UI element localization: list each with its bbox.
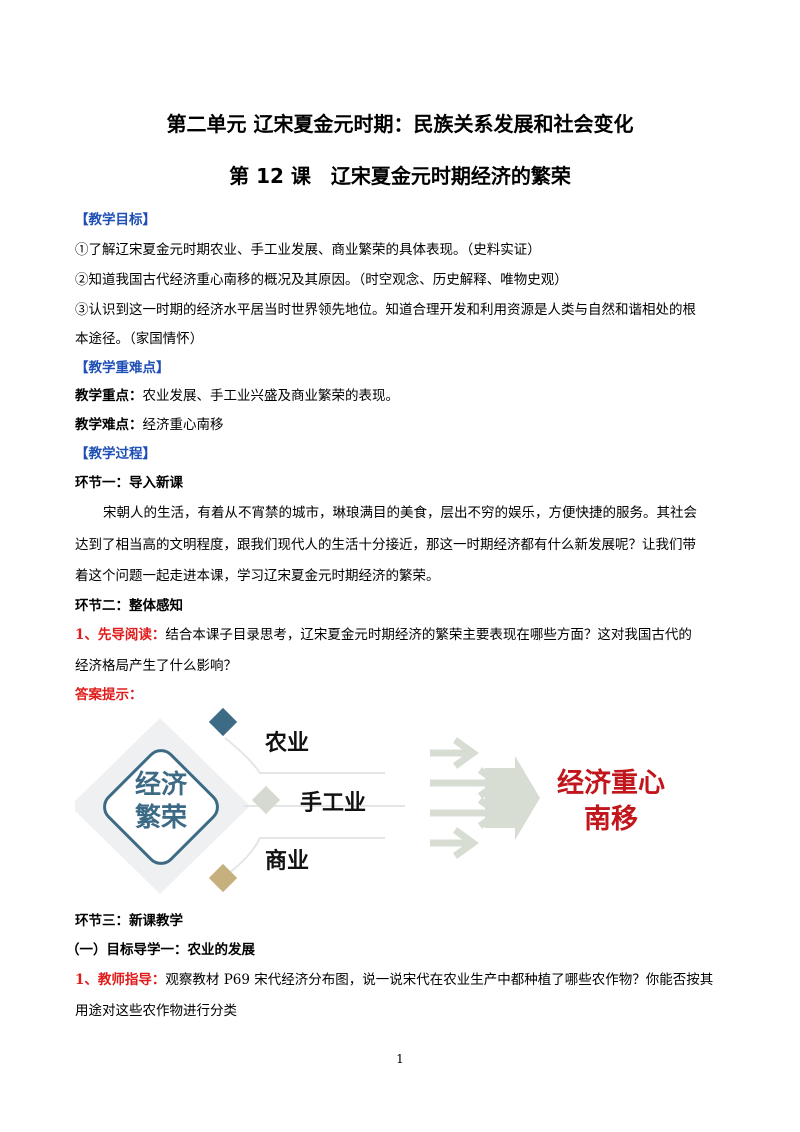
item-diamond-3 bbox=[208, 863, 238, 893]
goal-item-1: ①了解辽宋夏金元时期农业、手工业发展、商业繁荣的具体表现。（史料实证） bbox=[75, 242, 541, 258]
teaching-focus: 教学重点：农业发展、手工业兴盛及商业繁荣的表现。 bbox=[75, 384, 399, 404]
step1-title: 环节一：导入新课 bbox=[75, 475, 183, 491]
step2-title: 环节二：整体感知 bbox=[75, 598, 183, 614]
big-arrow-icon bbox=[485, 756, 540, 840]
teacher-line1: 1、教师指导：观察教材 P69 宋代经济分布图，说一说宋代在农业生产中都种植了哪… bbox=[75, 968, 713, 988]
difficulty-text: 经济重心南移 bbox=[142, 417, 224, 433]
step3-title: 环节三：新课教学 bbox=[75, 913, 183, 929]
page-number: 1 bbox=[396, 1052, 404, 1066]
item-label-agriculture: 农业 bbox=[264, 730, 309, 756]
process-heading: 【教学过程】 bbox=[75, 446, 156, 462]
result-text-1: 经济重心 bbox=[557, 767, 665, 799]
keypoints-heading: 【教学重难点】 bbox=[75, 360, 170, 376]
step1-para-line1: 宋朝人的生活，有着从不宵禁的城市，琳琅满目的美食，层出不穷的娱乐，方便快捷的服务… bbox=[103, 505, 697, 521]
goal-item-3: ③认识到这一时期的经济水平居当时世界领先地位。知道合理开发和利用资源是人类与自然… bbox=[75, 302, 696, 318]
focus-label: 教学重点： bbox=[75, 388, 143, 404]
result-text-2: 南移 bbox=[584, 804, 638, 835]
lesson-title: 第 12 课 辽宋夏金元时期经济的繁荣 bbox=[229, 164, 571, 188]
goal-item-2: ②知道我国古代经济重心南移的概况及其原因。（时空观念、历史解释、唯物史观） bbox=[75, 272, 568, 288]
focus-text: 农业发展、手工业兴盛及商业繁荣的表现。 bbox=[142, 388, 400, 404]
item-diamond-2 bbox=[251, 785, 281, 815]
difficulty-label: 教学难点： bbox=[75, 417, 143, 433]
preread-line1: 1、先导阅读：结合本课子目录思考，辽宋夏金元时期经济的繁荣主要表现在哪些方面？这… bbox=[75, 623, 692, 643]
goals-heading: 【教学目标】 bbox=[75, 212, 156, 228]
teacher-line2: 用途对这些农作物进行分类 bbox=[75, 1003, 237, 1019]
diagram-svg: 经济 繁荣 农业 手工业 商业 经济重心 南移 bbox=[70, 707, 665, 894]
center-text-2: 繁荣 bbox=[135, 802, 187, 833]
teacher-label: 1、教师指导： bbox=[75, 972, 166, 988]
item-diamond-1 bbox=[208, 707, 238, 737]
step1-para-line3: 着这个问题一起走进本课，学习辽宋夏金元时期经济的繁荣。 bbox=[75, 568, 440, 584]
preread-text: 结合本课子目录思考，辽宋夏金元时期经济的繁荣主要表现在哪些方面？这对我国古代的 bbox=[165, 627, 692, 643]
preread-label: 1、先导阅读： bbox=[75, 627, 166, 643]
sub1-title: （一）目标导学一：农业的发展 bbox=[66, 942, 255, 958]
answer-label: 答案提示： bbox=[75, 687, 143, 703]
economy-diagram: 经济 繁荣 农业 手工业 商业 经济重心 南移 bbox=[70, 707, 725, 903]
step1-para-line2: 达到了相当高的文明程度，跟我们现代人的生活十分接近，那这一时期经济都有什么新发展… bbox=[75, 537, 696, 553]
connector-1 bbox=[224, 737, 385, 774]
preread-line2: 经济格局产生了什么影响？ bbox=[75, 658, 237, 674]
center-text-1: 经济 bbox=[135, 769, 188, 800]
goal-item-3-cont: 本途径。（家国情怀） bbox=[75, 331, 204, 347]
teaching-difficulty: 教学难点：经济重心南移 bbox=[75, 413, 224, 433]
teacher-text: 观察教材 P69 宋代经济分布图，说一说宋代在农业生产中都种植了哪些农作物？你能… bbox=[165, 972, 714, 988]
center-diamond bbox=[103, 749, 219, 865]
item-label-handicraft: 手工业 bbox=[300, 790, 366, 816]
unit-title: 第二单元 辽宋夏金元时期：民族关系发展和社会变化 bbox=[166, 112, 634, 136]
item-label-commerce: 商业 bbox=[265, 848, 309, 874]
